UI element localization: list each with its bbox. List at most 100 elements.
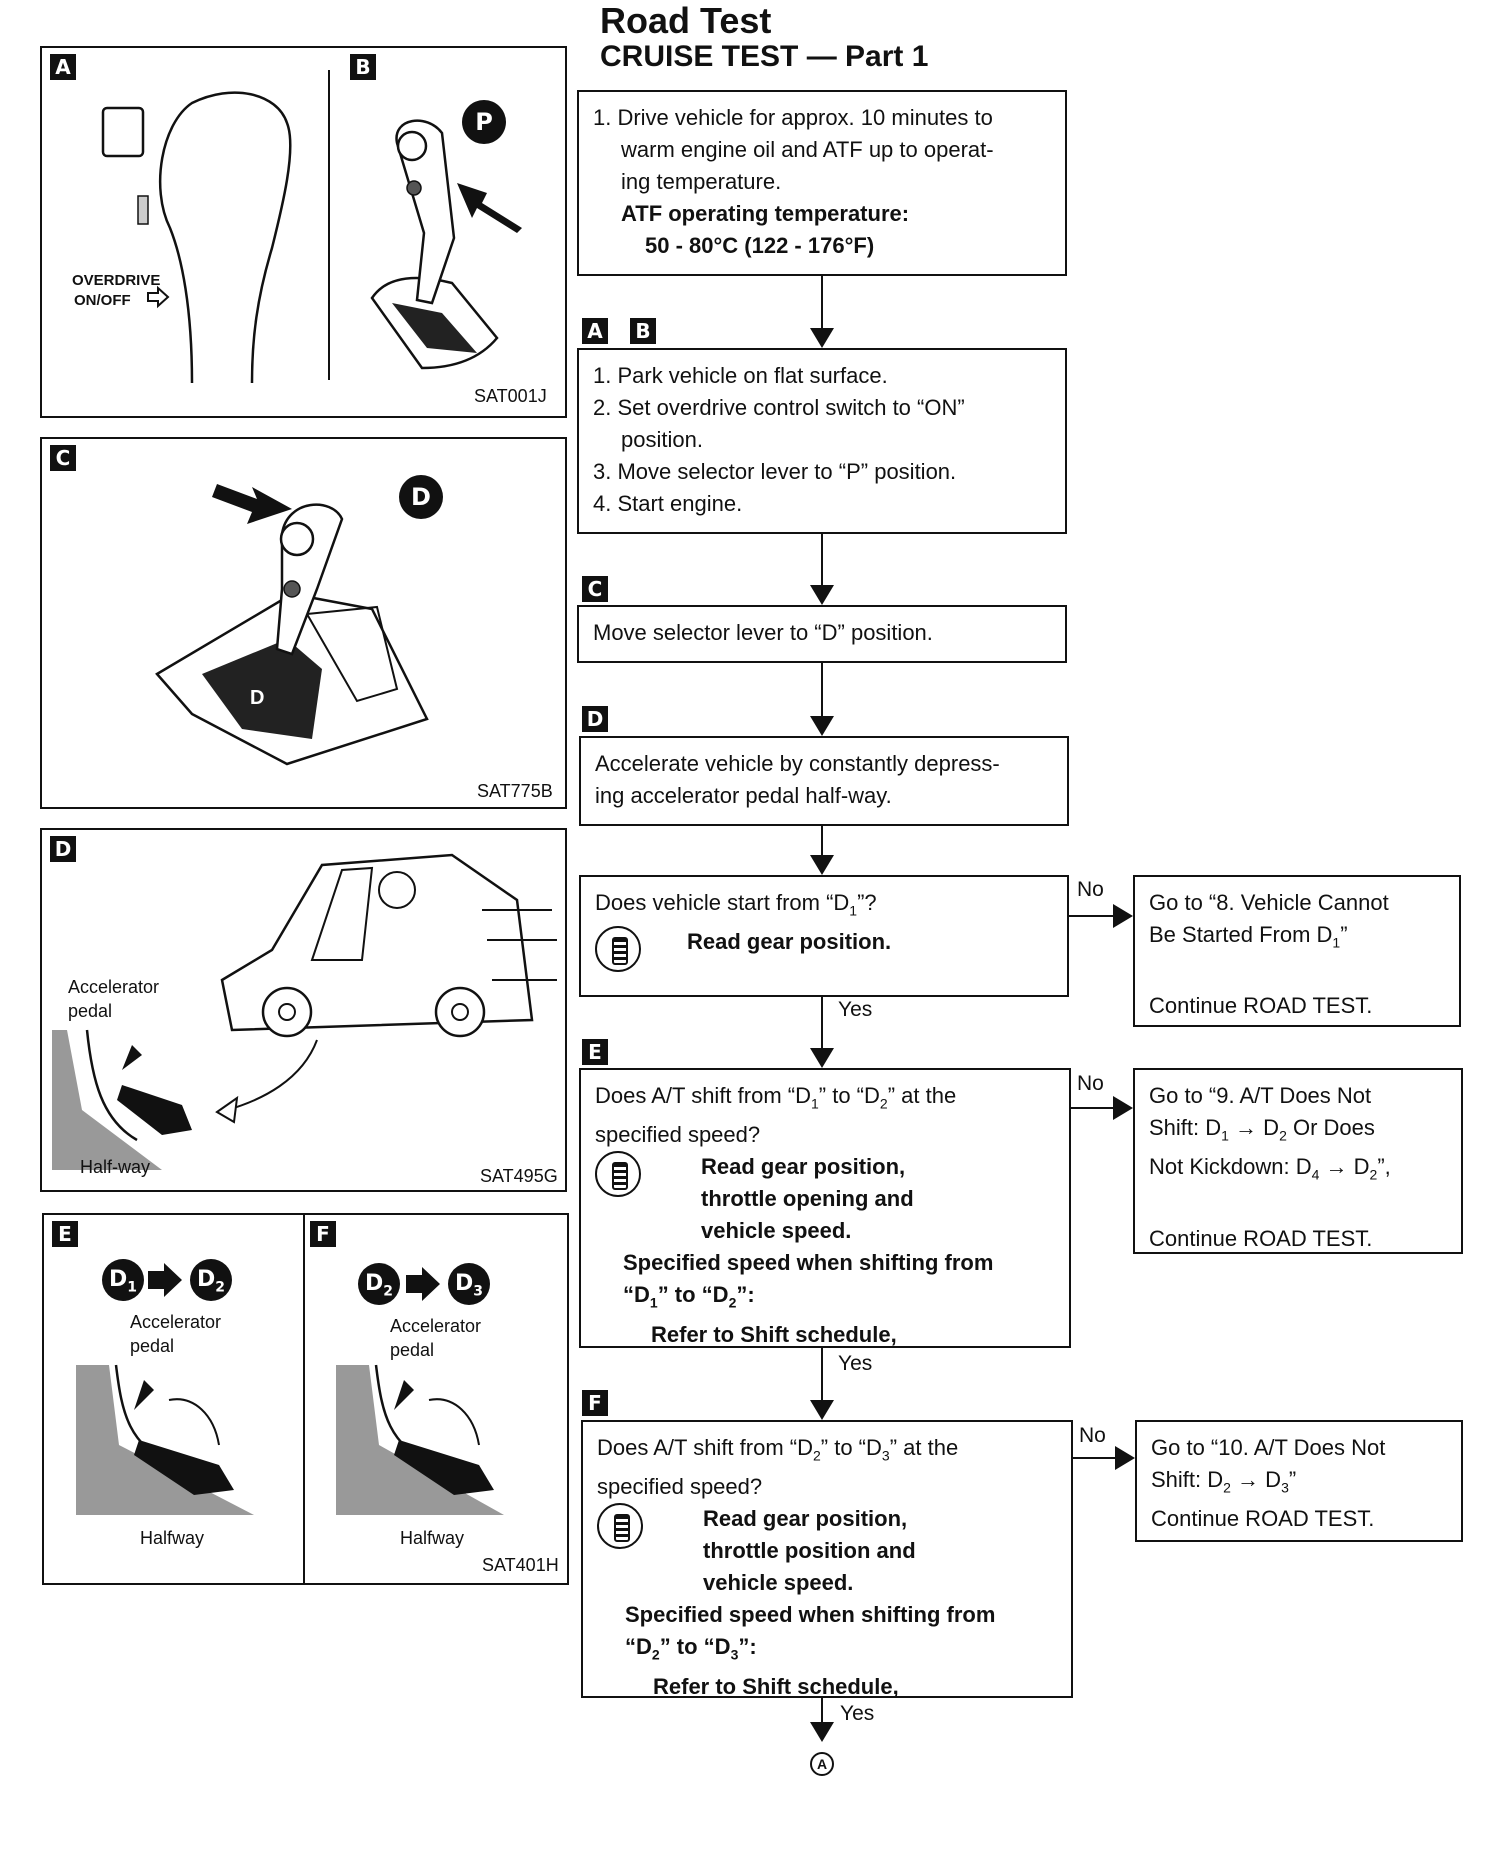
step-text: warm engine oil and ATF up to operat- xyxy=(621,137,994,162)
d2-badge: D2 xyxy=(358,1263,400,1305)
decision-shift-d1-d2: Does A/T shift from “D1” to “D2” at the … xyxy=(579,1068,1071,1348)
step-text: 1. Park vehicle on flat surface. xyxy=(593,363,888,388)
result-text: Continue ROAD TEST. xyxy=(1149,1225,1373,1251)
od-label-line1: OVERDRIVE xyxy=(72,272,161,289)
step-select-d: Move selector lever to “D” position. xyxy=(577,605,1067,663)
figure-ef: E F D1 D2 D2 D3 Accelerator pedal Accele… xyxy=(42,1213,569,1585)
spec-label: Specified speed when shifting from xyxy=(625,1602,996,1628)
step-warmup: 1. Drive vehicle for approx. 10 minutes … xyxy=(577,90,1067,276)
result-text: Not Kickdown: D4 → D2”, xyxy=(1149,1154,1391,1183)
figure-c: C D D SAT775B xyxy=(40,437,567,809)
branch-yes-label: Yes xyxy=(838,998,873,1021)
step-tag-d: D xyxy=(582,706,608,732)
figure-tag-f: F xyxy=(310,1221,336,1247)
pedal-label-line2: pedal xyxy=(130,1336,175,1356)
arrow-right-icon xyxy=(147,285,170,309)
step-park-start: 1. Park vehicle on flat surface. 2. Set … xyxy=(577,348,1067,534)
pedal-label-line1: Accelerator xyxy=(130,1312,222,1332)
halfway-label: Half-way xyxy=(80,1157,151,1177)
result-step-9: Go to “9. A/T Does Not Shift: D1 → D2 Or… xyxy=(1133,1068,1463,1254)
result-text: Go to “10. A/T Does Not xyxy=(1151,1435,1386,1460)
question-text: specified speed? xyxy=(595,1122,761,1148)
step-text: 4. Start engine. xyxy=(593,491,743,516)
car-drawing xyxy=(52,853,557,1170)
result-text: Shift: D1 → D2 Or Does xyxy=(1149,1115,1375,1144)
step-tag-e: E xyxy=(582,1039,608,1065)
result-text: Continue ROAD TEST. xyxy=(1149,993,1373,1019)
d2-badge: D2 xyxy=(190,1259,232,1301)
divider xyxy=(303,1215,305,1585)
spec-value: Refer to Shift schedule, xyxy=(651,1321,897,1347)
question-text: Does A/T shift from “D1” to “D2” at the xyxy=(595,1083,957,1112)
branch-no-label: No xyxy=(1079,1424,1106,1447)
gear-position-icon xyxy=(595,926,641,973)
step-tag-a: A xyxy=(582,318,608,344)
od-label-line2: ON/OFF xyxy=(74,292,131,309)
result-text: Continue ROAD TEST. xyxy=(1151,1506,1375,1532)
result-text: Go to “9. A/T Does Not xyxy=(1149,1083,1372,1108)
d-position-badge: D xyxy=(399,475,443,519)
figure-d: D Accelerator pedal Half-way SAT495G xyxy=(40,828,567,1192)
step-tag-b: B xyxy=(630,318,656,344)
pedal-label-line2: pedal xyxy=(390,1340,435,1360)
step-text: position. xyxy=(621,427,703,452)
step-tag-f: F xyxy=(582,1390,608,1416)
branch-yes-label: Yes xyxy=(840,1702,875,1725)
branch-yes-label: Yes xyxy=(838,1352,873,1375)
figure-id: SAT495G xyxy=(480,1166,558,1186)
result-text: Shift: D2 → D3” xyxy=(1151,1467,1297,1496)
page-title: Road Test xyxy=(600,0,772,41)
selector-lever-d-drawing xyxy=(155,484,429,766)
spec-label: “D2” to “D3”: xyxy=(625,1634,757,1663)
decision-start-d1: Does vehicle start from “D1”? Read gear … xyxy=(579,875,1069,997)
instruction: Read gear position. xyxy=(595,926,1053,973)
gate-letter: D xyxy=(250,687,265,709)
gear-position-icon xyxy=(595,1151,641,1198)
result-text: Be Started From D1” xyxy=(1149,922,1348,951)
instruction: Read gear position, throttle position an… xyxy=(597,1503,1057,1599)
shift-knob-drawing xyxy=(101,91,292,384)
halfway-label: Halfway xyxy=(140,1528,205,1548)
step-accelerate: Accelerate vehicle by constantly depress… xyxy=(579,736,1069,826)
result-step-8: Go to “8. Vehicle Cannot Be Started From… xyxy=(1133,875,1461,1027)
step-text: 1. Drive vehicle for approx. 10 minutes … xyxy=(593,105,993,130)
connector-label: A xyxy=(816,1756,828,1772)
result-step-10: Go to “10. A/T Does Not Shift: D2 → D3” … xyxy=(1135,1420,1463,1542)
divider xyxy=(328,70,330,380)
figure-id: SAT775B xyxy=(477,781,553,801)
figure-id: SAT001J xyxy=(474,386,547,406)
branch-no-label: No xyxy=(1077,1072,1104,1095)
question-text: specified speed? xyxy=(597,1474,763,1500)
d1-badge: D1 xyxy=(102,1259,144,1301)
step-text: 2. Set overdrive control switch to “ON” xyxy=(593,395,965,420)
step-tag-c: C xyxy=(582,576,608,602)
spec-value: Refer to Shift schedule, xyxy=(653,1673,899,1699)
figure-tag-a: A xyxy=(50,54,76,80)
gear-position-icon xyxy=(597,1503,643,1550)
figure-tag-d: D xyxy=(50,836,76,862)
question-text: Does vehicle start from “D1”? xyxy=(595,890,877,919)
figure-tag-e: E xyxy=(52,1221,78,1247)
result-text: Go to “8. Vehicle Cannot xyxy=(1149,890,1389,915)
p-position-badge: P xyxy=(462,100,506,144)
pedal-drawings xyxy=(76,1263,504,1515)
step-text: 3. Move selector lever to “P” position. xyxy=(593,459,957,484)
step-text: ing accelerator pedal half-way. xyxy=(595,783,892,808)
branch-no-label: No xyxy=(1077,878,1104,901)
step-text: Accelerate vehicle by constantly depress… xyxy=(595,751,1000,776)
d3-badge: D3 xyxy=(448,1263,490,1305)
figure-tag-b: B xyxy=(350,54,376,80)
figure-tag-c: C xyxy=(50,445,76,471)
halfway-label: Halfway xyxy=(400,1528,465,1548)
pedal-label-line2: pedal xyxy=(68,1001,113,1021)
page-connector: A xyxy=(810,1752,834,1776)
figure-ab: A B OVERDRIVE ON/OFF P SAT001J xyxy=(40,46,567,418)
spec-label: “D1” to “D2”: xyxy=(623,1282,755,1311)
pedal-label-line1: Accelerator xyxy=(390,1316,482,1336)
spec-value: 50 - 80°C (122 - 176°F) xyxy=(645,233,875,258)
step-text: ing temperature. xyxy=(621,169,782,194)
step-text: Move selector lever to “D” position. xyxy=(593,620,933,645)
spec-label: Specified speed when shifting from xyxy=(623,1250,994,1276)
page-subtitle: CRUISE TEST — Part 1 xyxy=(600,40,929,73)
